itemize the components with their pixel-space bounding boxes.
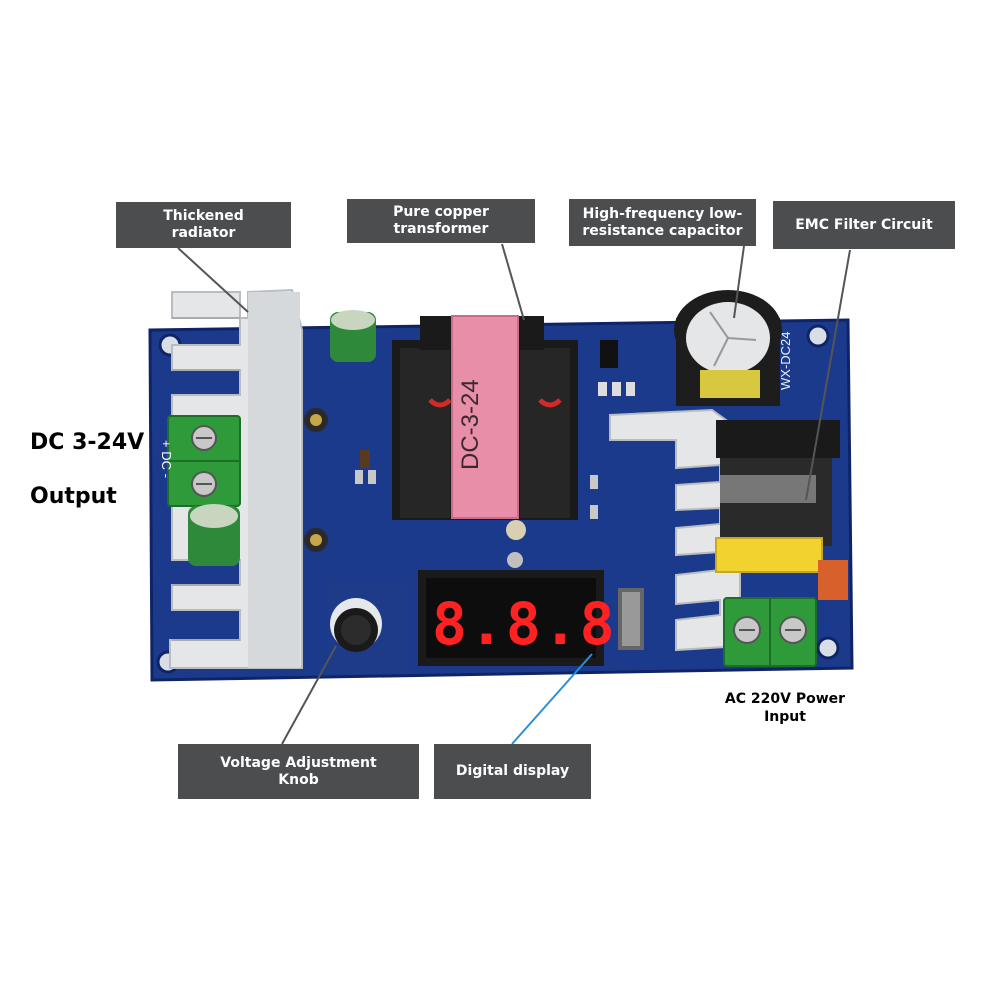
callout-digital-display: Digital display xyxy=(434,744,591,799)
dc-output-label: Output xyxy=(30,484,117,509)
transformer-label: DC-3-24 xyxy=(457,379,484,470)
voltage-knob xyxy=(328,582,410,674)
display-digits: 8.8.8. xyxy=(432,590,654,658)
large-capacitor xyxy=(674,290,782,406)
ac-input-label: AC 220V Power Input xyxy=(724,691,846,725)
dc-output-terminal xyxy=(167,415,241,507)
small-capacitor-bottom xyxy=(188,504,240,566)
callout-thickened-radiator: Thickened radiator xyxy=(116,202,291,248)
callout-pointers xyxy=(177,243,851,745)
left-heatsink xyxy=(169,288,328,669)
callout-emc-filter-circuit: EMC Filter Circuit xyxy=(773,201,955,249)
transformer xyxy=(392,315,578,520)
dc-terminal-silk: + DC - xyxy=(159,440,174,478)
small-capacitor-top xyxy=(330,310,376,362)
right-heatsink xyxy=(609,408,741,652)
digital-display xyxy=(418,570,604,666)
callout-high-frequency-capacitor: High-frequency low- resistance capacitor xyxy=(569,199,756,246)
callout-voltage-adjustment-knob: Voltage Adjustment Knob xyxy=(178,744,419,799)
model-silk-text: WX-DC24 xyxy=(778,331,793,390)
callout-pure-copper-transformer: Pure copper transformer xyxy=(347,199,535,243)
display-connector xyxy=(618,588,644,650)
ac-input-terminal xyxy=(723,597,817,667)
emc-filter-block xyxy=(715,420,848,600)
dc-output-voltage-label: DC 3-24V xyxy=(30,430,145,455)
